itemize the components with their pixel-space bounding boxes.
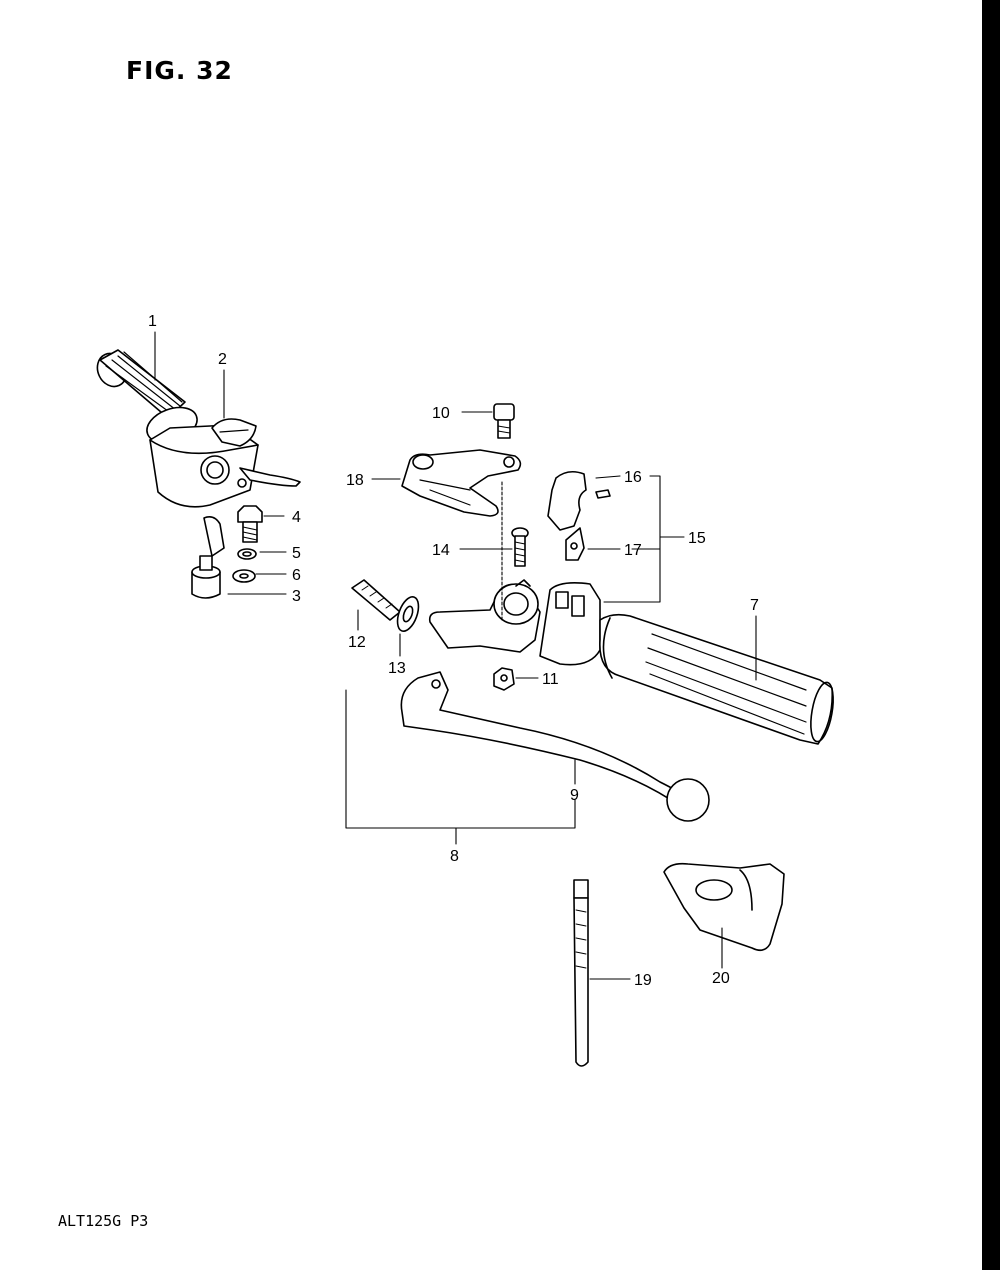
part-19-cable-tie <box>573 879 589 1067</box>
callout-9: 9 <box>570 787 579 804</box>
callout-12: 12 <box>348 634 366 651</box>
part-14-screw <box>511 527 529 567</box>
part-15-switch-housing <box>539 582 601 666</box>
part-12-adjuster-bolt <box>351 579 401 621</box>
callout-14: 14 <box>432 542 450 559</box>
callout-20: 20 <box>712 970 730 987</box>
part-20-cover <box>663 862 785 952</box>
callout-5: 5 <box>292 545 301 562</box>
part-7-grip <box>599 613 834 745</box>
part-2-throttle-lever <box>211 418 257 447</box>
part-1-throttle-housing <box>96 349 301 508</box>
leader-lines <box>154 331 757 980</box>
callout-7: 7 <box>750 597 759 614</box>
callout-13: 13 <box>388 660 406 677</box>
callout-3: 3 <box>292 588 301 605</box>
part-9-brake-lever <box>400 671 710 822</box>
part-5-lock-washer <box>237 548 257 560</box>
callout-4: 4 <box>292 509 301 526</box>
part-4-bolt <box>237 505 263 543</box>
part-3-cable-adjuster <box>191 516 225 599</box>
figure-title: FIG. 32 <box>126 56 233 85</box>
callout-11: 11 <box>542 671 559 688</box>
callout-17: 17 <box>624 542 642 559</box>
part-6-washer <box>232 569 256 583</box>
callout-1: 1 <box>148 313 157 330</box>
callout-labels: 1 2 3 4 5 6 7 8 9 10 11 12 13 14 15 16 1… <box>148 313 759 989</box>
part-11-nut <box>493 667 515 691</box>
callout-8: 8 <box>450 848 459 865</box>
part-18-bracket <box>401 449 522 517</box>
callout-16: 16 <box>624 469 642 486</box>
callout-6: 6 <box>292 567 301 584</box>
page-edge-bar <box>982 0 1000 1270</box>
part-10-pivot-bolt <box>493 403 515 439</box>
part-16-switch-lever <box>547 470 611 531</box>
part-17-switch-clip <box>565 527 585 561</box>
part-13-locknut <box>396 596 420 632</box>
callout-18: 18 <box>346 472 364 489</box>
footer-code: ALT125G P3 <box>58 1212 149 1230</box>
callout-19: 19 <box>634 972 652 989</box>
callout-10: 10 <box>432 405 450 422</box>
callout-2: 2 <box>218 351 227 368</box>
callout-15: 15 <box>688 530 706 547</box>
lever-perch-bracket <box>428 579 541 653</box>
